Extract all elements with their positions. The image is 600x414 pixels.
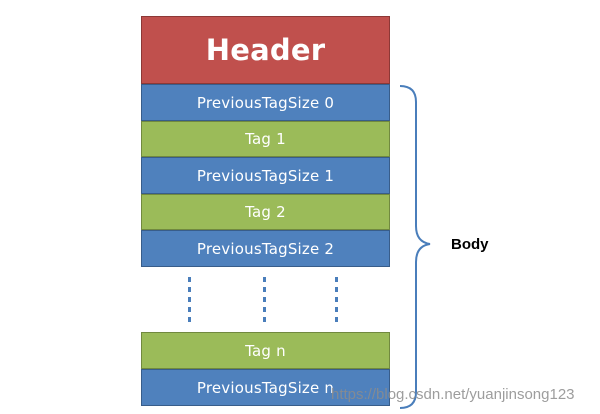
previous-tag-size-n-block: PreviousTagSize n [141,369,390,406]
previous-tag-size-2-block: PreviousTagSize 2 [141,230,390,267]
tag-n-block: Tag n [141,332,390,369]
ellipsis-dots-middle [263,277,266,323]
ellipsis-dots-left [188,277,191,323]
previous-tag-size-0-block: PreviousTagSize 0 [141,84,390,121]
body-label: Body [451,236,489,253]
watermark-text: https://blog.csdn.net/yuanjinsong123 [331,386,575,403]
tag-1-block: Tag 1 [141,121,390,157]
header-block: Header [141,16,390,84]
tag-2-block: Tag 2 [141,194,390,230]
previous-tag-size-1-block: PreviousTagSize 1 [141,157,390,194]
ellipsis-dots-right [335,277,338,323]
body-brace-icon [399,85,431,409]
